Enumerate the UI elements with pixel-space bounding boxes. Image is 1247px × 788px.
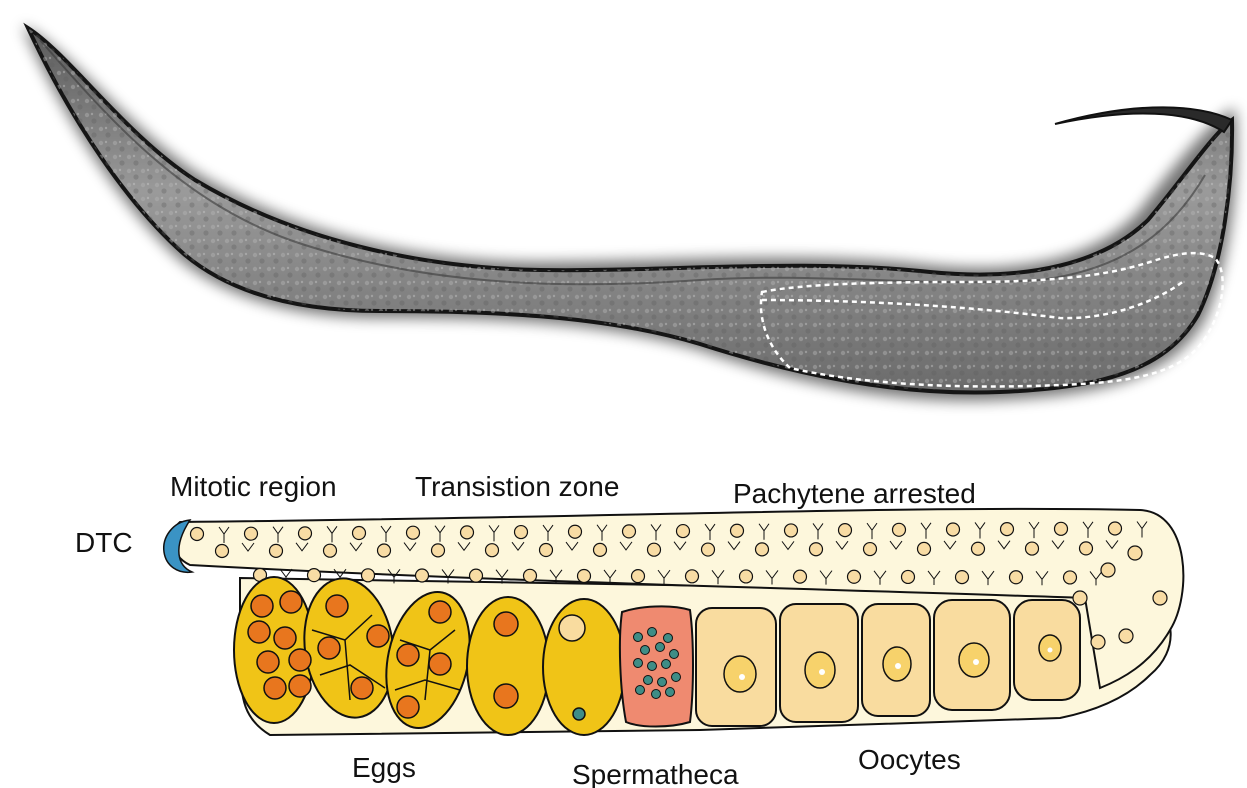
germ-nucleus xyxy=(416,569,429,582)
label-pachytene-arrested: Pachytene arrested xyxy=(733,478,976,509)
germ-nucleus xyxy=(1119,629,1133,643)
germ-nucleus xyxy=(245,527,258,540)
germ-nucleus xyxy=(270,544,283,557)
label-eggs: Eggs xyxy=(352,752,416,783)
germ-nucleus xyxy=(740,570,753,583)
germ-nucleus xyxy=(972,542,985,555)
germ-nucleus xyxy=(1073,591,1087,605)
germ-nucleus xyxy=(902,570,915,583)
germ-nucleus xyxy=(677,525,690,538)
egg-5-nucleus xyxy=(559,615,585,641)
germ-nucleus xyxy=(324,544,337,557)
germ-nucleus xyxy=(785,524,798,537)
germ-nucleus xyxy=(810,543,823,556)
germ-nucleus xyxy=(594,543,607,556)
germ-nucleus xyxy=(1080,542,1093,555)
germ-nucleus xyxy=(848,570,861,583)
spermatheca xyxy=(620,606,693,726)
label-dtc: DTC xyxy=(75,527,133,558)
germ-nucleus xyxy=(353,527,366,540)
germ-nucleus xyxy=(362,569,375,582)
germ-nucleus xyxy=(1101,563,1115,577)
germ-nucleus xyxy=(794,570,807,583)
label-transition-zone: Transistion zone xyxy=(415,471,619,502)
germ-nucleus xyxy=(1055,522,1068,535)
germ-nucleus xyxy=(918,542,931,555)
germ-nucleus xyxy=(864,543,877,556)
germ-nucleus xyxy=(702,543,715,556)
germ-nucleus xyxy=(648,543,661,556)
germ-nucleus xyxy=(1128,546,1142,560)
germ-nucleus xyxy=(731,524,744,537)
worm-tail xyxy=(1055,107,1232,132)
label-mitotic-region: Mitotic region xyxy=(170,471,337,502)
germ-nucleus xyxy=(632,570,645,583)
germ-nucleus xyxy=(947,523,960,536)
germ-nucleus xyxy=(839,524,852,537)
worm-texture xyxy=(28,28,1232,393)
germ-nucleus xyxy=(756,543,769,556)
germ-nucleus xyxy=(191,528,204,541)
germ-nucleus xyxy=(524,569,537,582)
germ-nucleus xyxy=(1001,523,1014,536)
germ-nucleus xyxy=(578,569,591,582)
germ-nucleus xyxy=(686,570,699,583)
germ-nucleus xyxy=(1026,542,1039,555)
germ-nucleus xyxy=(956,571,969,584)
germ-nucleus xyxy=(1109,522,1122,535)
germ-nucleus xyxy=(407,526,420,539)
gonad-diagram xyxy=(164,509,1184,736)
worm-micrograph xyxy=(22,25,1236,401)
germ-nucleus xyxy=(432,544,445,557)
germ-nucleus xyxy=(470,569,483,582)
label-spermatheca: Spermatheca xyxy=(572,759,739,788)
germ-nucleus xyxy=(299,527,312,540)
germ-nucleus xyxy=(1010,571,1023,584)
germ-nucleus xyxy=(569,525,582,538)
germ-nucleus xyxy=(1064,571,1077,584)
germ-nucleus xyxy=(893,523,906,536)
germ-nucleus xyxy=(515,526,528,539)
germ-nucleus xyxy=(486,544,499,557)
label-oocytes: Oocytes xyxy=(858,744,961,775)
germ-nucleus xyxy=(623,525,636,538)
germ-nucleus xyxy=(1153,591,1167,605)
germ-nucleus xyxy=(216,545,229,558)
germ-nucleus xyxy=(461,526,474,539)
germ-nucleus xyxy=(378,544,391,557)
germ-nucleus xyxy=(308,569,321,582)
germ-nucleus xyxy=(1091,635,1105,649)
egg-5-polar-body xyxy=(573,708,585,720)
germ-nucleus xyxy=(540,544,553,557)
